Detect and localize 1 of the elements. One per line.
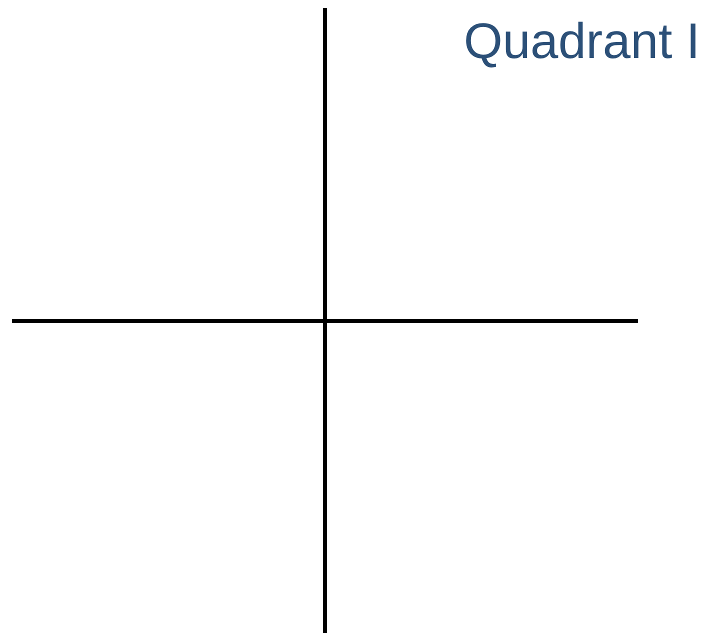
quadrant-label: Quadrant I — [464, 16, 700, 66]
